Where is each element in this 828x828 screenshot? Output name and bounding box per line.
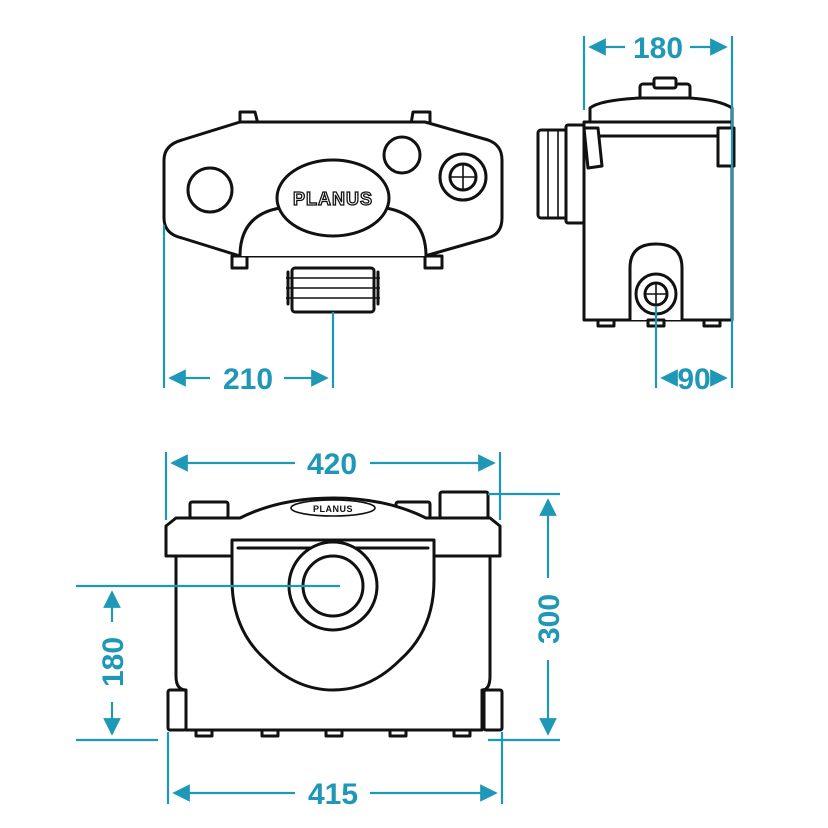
front-view: PLANUS bbox=[164, 490, 504, 738]
dim-420-label: 420 bbox=[307, 448, 357, 481]
bottom-outlet-bellows bbox=[286, 266, 380, 314]
dim-300: 300 bbox=[488, 492, 566, 742]
dim-90: 90 bbox=[654, 306, 728, 396]
top-view: PLANUS bbox=[162, 110, 504, 314]
dim-210-label: 210 bbox=[223, 363, 273, 396]
dim-415: 415 bbox=[166, 732, 504, 811]
dim-90-label: 90 bbox=[677, 363, 710, 396]
dim-180-side-label: 180 bbox=[633, 32, 683, 65]
dim-415-label: 415 bbox=[308, 778, 358, 811]
dim-180-front: 180 bbox=[76, 584, 340, 742]
side-view bbox=[536, 76, 736, 328]
dim-210: 210 bbox=[162, 225, 335, 396]
dim-180-side: 180 bbox=[582, 32, 734, 388]
dim-180-front-label: 180 bbox=[97, 637, 130, 687]
logo-front-view: PLANUS bbox=[313, 504, 353, 514]
dim-420: 420 bbox=[164, 448, 502, 520]
dim-300-label: 300 bbox=[533, 594, 566, 644]
logo-top-view: PLANUS bbox=[293, 189, 373, 209]
side-inlet bbox=[536, 123, 586, 225]
